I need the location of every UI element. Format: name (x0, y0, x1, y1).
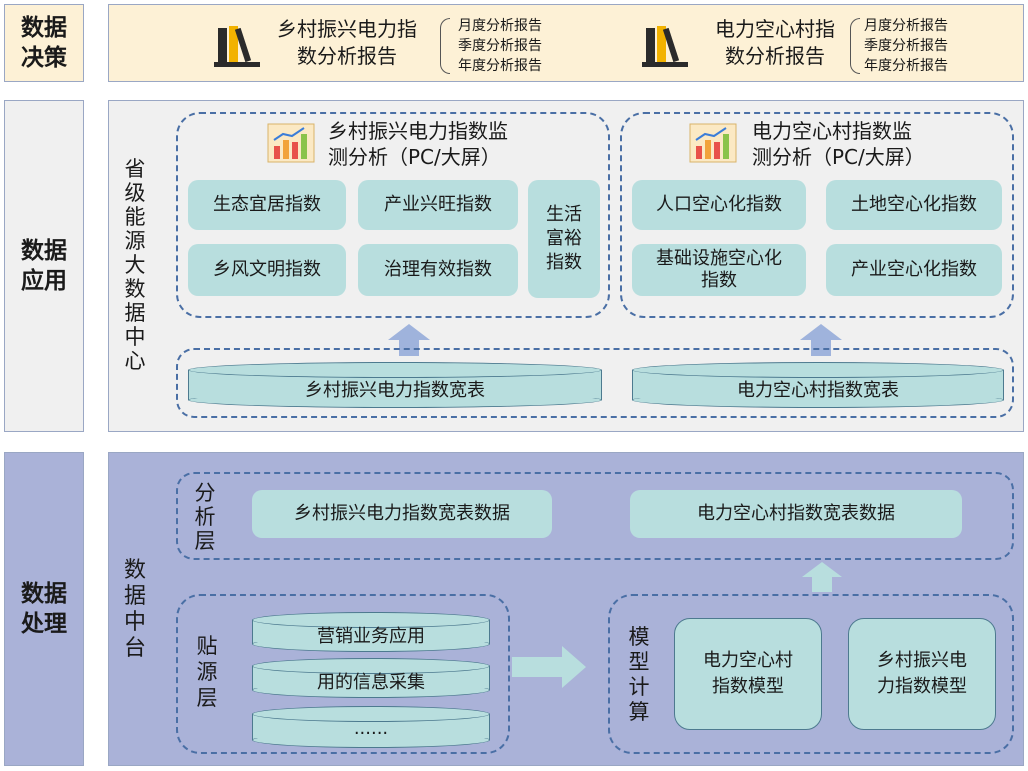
model-layer (608, 594, 1014, 754)
index-rural-civilization[interactable]: 乡风文明指数 (188, 244, 346, 296)
analysis-layer-label: 分 析 层 (194, 481, 216, 553)
index-effective-governance[interactable]: 治理有效指数 (358, 244, 518, 296)
layer-label-application: 数据 应用 (4, 100, 84, 432)
index-affluent-life[interactable]: 生活 富裕 指数 (528, 180, 600, 298)
table-rural-revitalization[interactable]: 乡村振兴电力指数宽表 (188, 362, 602, 408)
index-land-hollowing[interactable]: 土地空心化指数 (826, 180, 1002, 230)
data-hollow-village-wide-table[interactable]: 电力空心村指数宽表数据 (630, 490, 962, 538)
report-2-item-monthly[interactable]: 月度分析报告 (864, 18, 948, 34)
report-1-brace (440, 18, 450, 74)
source-marketing-application[interactable]: 营销业务应用 (252, 612, 490, 652)
source-more[interactable]: ...... (252, 706, 490, 748)
report-2-title: 电力空心村指 数分析报告 (715, 17, 835, 68)
source-marketing-label: 营销业务应用 (317, 626, 425, 647)
application-center-label: 省 级 能 源 大 数 据 中 心 (124, 157, 146, 373)
layer-label-decision: 数据 决策 (4, 4, 84, 82)
layer-label-processing: 数据 处理 (4, 452, 84, 766)
table-rural-revitalization-label: 乡村振兴电力指数宽表 (305, 380, 485, 401)
report-1-item-yearly[interactable]: 年度分析报告 (458, 58, 542, 74)
index-population-hollowing[interactable]: 人口空心化指数 (632, 180, 806, 230)
table-hollow-village[interactable]: 电力空心村指数宽表 (632, 362, 1004, 408)
report-1-books-icon (212, 22, 264, 68)
index-infrastructure-hollowing[interactable]: 基础设施空心化 指数 (632, 244, 806, 296)
app-group-hollow-village (620, 112, 1014, 318)
source-info-collection[interactable]: 用的信息采集 (252, 658, 490, 698)
report-1-items: 月度分析报告 季度分析报告 年度分析报告 (458, 16, 578, 78)
arrow-right-icon (512, 646, 586, 688)
wide-tables-container (176, 348, 1014, 418)
arrow-up-icon (802, 562, 842, 592)
report-2-item-quarterly[interactable]: 季度分析报告 (864, 38, 948, 54)
source-more-label: ...... (353, 718, 389, 739)
report-2-items: 月度分析报告 季度分析报告 年度分析报告 (864, 16, 984, 78)
report-2-brace (850, 18, 860, 74)
app-group-1-title: 乡村振兴电力指数监 测分析（PC/大屏） (328, 119, 508, 169)
arrow-up-icon (800, 324, 842, 356)
report-1-title: 乡村振兴电力指 数分析报告 (277, 17, 417, 68)
chart-icon (688, 122, 738, 164)
source-info-collection-label: 用的信息采集 (317, 672, 425, 693)
index-ecological-livable[interactable]: 生态宜居指数 (188, 180, 346, 230)
report-2-books-icon (640, 22, 692, 68)
model-rural-revitalization-index[interactable]: 乡村振兴电 力指数模型 (848, 618, 996, 730)
arrow-up-icon (388, 324, 430, 356)
chart-icon (266, 122, 316, 164)
model-hollow-village-index[interactable]: 电力空心村 指数模型 (674, 618, 822, 730)
source-layer-label: 贴 源 层 (196, 634, 218, 710)
decision-panel (108, 4, 1024, 82)
table-hollow-village-label: 电力空心村指数宽表 (737, 380, 899, 401)
data-rural-revitalization-wide-table[interactable]: 乡村振兴电力指数宽表数据 (252, 490, 552, 538)
model-layer-label: 模 型 计 算 (628, 625, 650, 724)
processing-center-label: 数 据 中 台 (123, 558, 146, 661)
index-industry-hollowing[interactable]: 产业空心化指数 (826, 244, 1002, 296)
report-1-item-quarterly[interactable]: 季度分析报告 (458, 38, 542, 54)
source-layer (176, 594, 510, 754)
index-industry-prosperous[interactable]: 产业兴旺指数 (358, 180, 518, 230)
analysis-layer (176, 472, 1014, 560)
app-group-2-title: 电力空心村指数监 测分析（PC/大屏） (752, 119, 925, 169)
report-2-item-yearly[interactable]: 年度分析报告 (864, 58, 948, 74)
app-group-rural-revitalization (176, 112, 610, 318)
report-1-item-monthly[interactable]: 月度分析报告 (458, 18, 542, 34)
